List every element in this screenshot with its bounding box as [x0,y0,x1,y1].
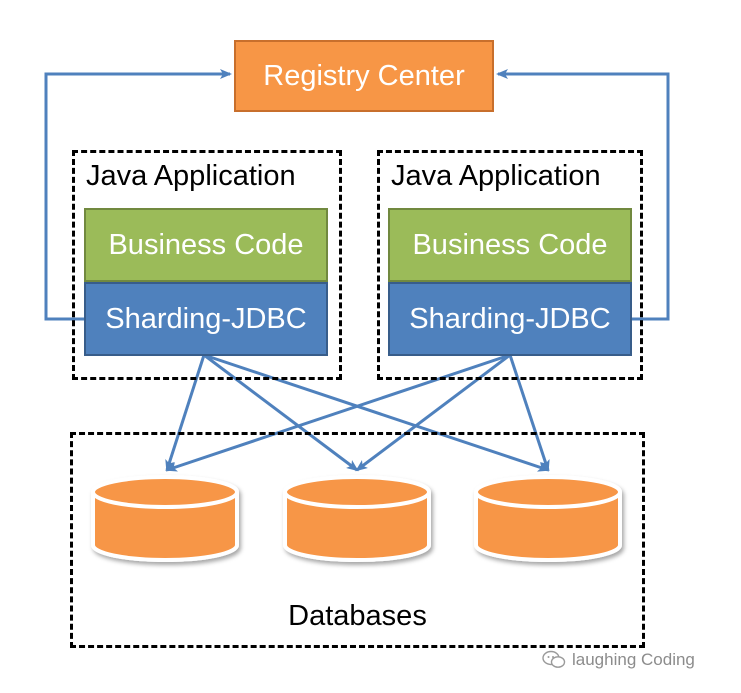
app2-to-db2-arrow [355,353,511,472]
database-cylinder-3 [474,475,622,562]
chat-bubbles-icon [542,650,566,668]
watermark-text: laughing Coding [572,650,695,669]
java-application-title-2: Java Application [391,160,601,192]
sharding-jdbc-box-2: Sharding-JDBC [388,282,632,356]
business-code-box-1: Business Code [84,208,328,282]
registry-center-label: Registry Center [263,59,465,92]
right-registry-arrow [496,69,670,321]
sharding-jdbc-label-2: Sharding-JDBC [409,302,611,335]
sharding-jdbc-label-1: Sharding-JDBC [105,302,307,335]
databases-label: Databases [288,600,427,632]
left-registry-arrow [44,69,232,321]
registry-center-box: Registry Center [234,40,494,112]
java-application-frame-2 [377,150,643,380]
database-cylinder-1 [91,475,239,562]
app2-to-db3-arrow [508,354,550,472]
business-code-box-2: Business Code [388,208,632,282]
app1-to-db2-arrow [203,353,359,472]
app1-to-db1-arrow [165,354,206,472]
java-application-title-1: Java Application [86,160,296,192]
sharding-jdbc-box-1: Sharding-JDBC [84,282,328,356]
databases-frame [70,432,645,648]
database-cylinder-2 [283,475,431,562]
java-application-frame-1 [72,150,342,380]
business-code-label-2: Business Code [412,228,608,261]
watermark: laughing Coding [542,645,732,675]
business-code-label-1: Business Code [108,228,304,261]
app1-to-db3-arrow [203,353,550,472]
app2-to-db1-arrow [165,353,511,472]
